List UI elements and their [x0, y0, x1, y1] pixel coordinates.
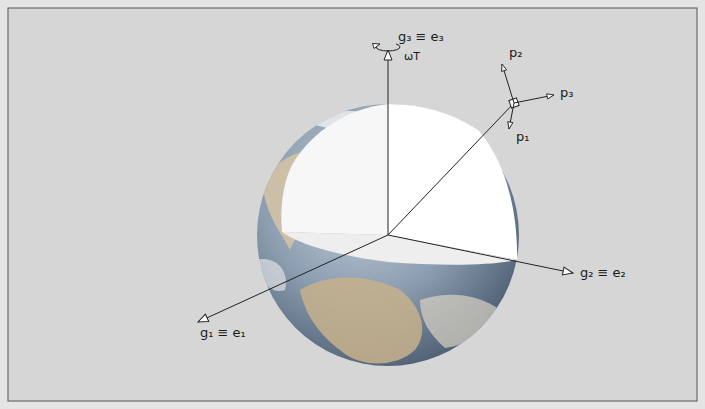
axis-label: g₂ ≡ e₂	[580, 266, 626, 280]
axis-label: p₁	[516, 130, 529, 144]
cut-plane-right	[388, 104, 517, 260]
panel	[8, 8, 697, 401]
cut-plane-left	[281, 104, 388, 235]
axis-label: g₃ ≡ e₃	[398, 30, 444, 44]
axis-label: p₂	[509, 46, 522, 60]
axes	[198, 44, 573, 322]
axis-label: p₃	[560, 86, 573, 100]
axis-label: g₁ ≡ e₁	[200, 326, 246, 340]
rotation-label: ωT	[404, 51, 420, 63]
